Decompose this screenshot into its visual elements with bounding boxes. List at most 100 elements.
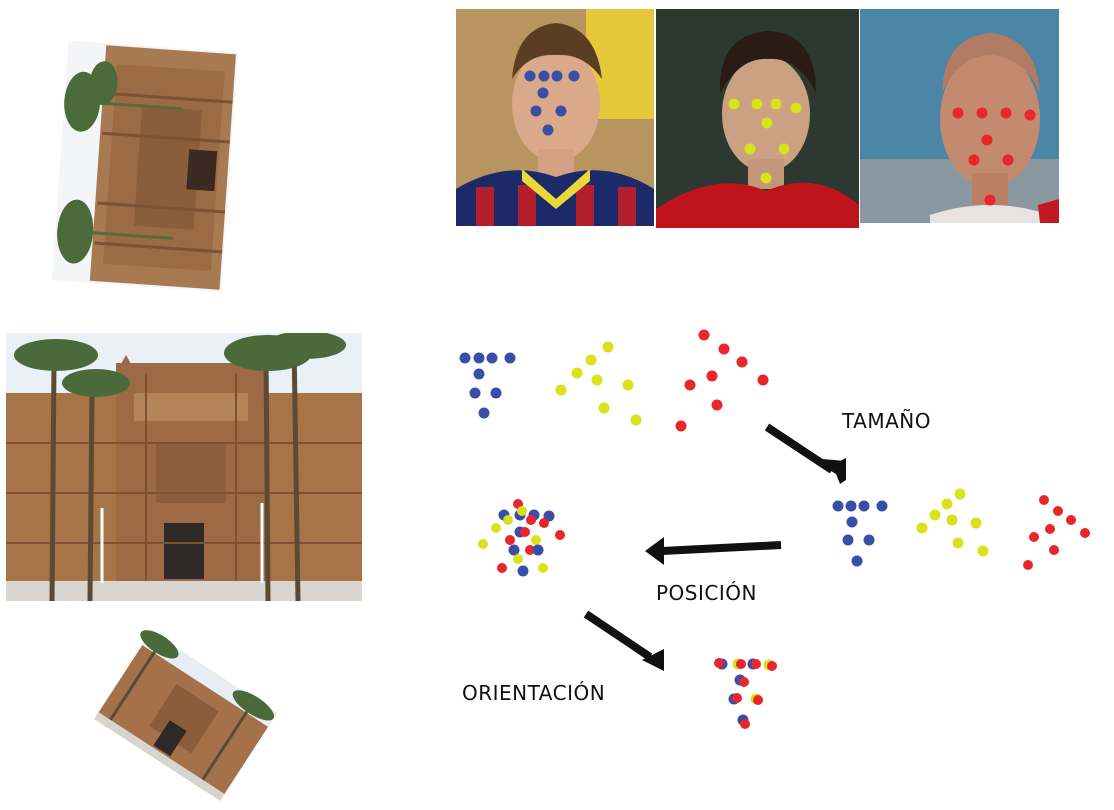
arrow-left-icon bbox=[645, 537, 782, 565]
landmark-point bbox=[954, 488, 966, 500]
blue-shape-original bbox=[459, 352, 516, 419]
landmark-point bbox=[968, 154, 980, 166]
landmark-point bbox=[718, 343, 730, 355]
red-shape-original bbox=[675, 329, 769, 432]
landmark-point bbox=[736, 356, 748, 368]
landmark-point bbox=[946, 514, 958, 526]
landmark-point bbox=[929, 509, 941, 521]
landmark-point bbox=[555, 384, 567, 396]
landmark-point bbox=[602, 341, 614, 353]
label-size: TAMAÑO bbox=[842, 409, 931, 433]
landmark-point bbox=[952, 107, 964, 119]
landmark-point bbox=[760, 172, 772, 184]
blue-shape-scaled bbox=[832, 500, 888, 567]
landmark-point bbox=[744, 143, 756, 155]
landmark-point bbox=[531, 535, 541, 545]
landmark-point bbox=[1000, 107, 1012, 119]
landmark-point bbox=[539, 518, 549, 528]
label-position: POSICIÓN bbox=[656, 581, 757, 605]
landmark-point bbox=[757, 374, 769, 386]
landmark-point bbox=[698, 329, 710, 341]
landmark-point bbox=[530, 105, 542, 117]
landmark-point bbox=[832, 500, 844, 512]
landmark-point bbox=[538, 563, 548, 573]
landmark-point bbox=[537, 87, 549, 99]
landmark-point bbox=[846, 516, 858, 528]
landmark-point bbox=[728, 98, 740, 110]
face-1-landmarks bbox=[524, 70, 580, 136]
landmark-point bbox=[706, 370, 718, 382]
landmark-point bbox=[1080, 528, 1090, 538]
landmark-point bbox=[976, 107, 988, 119]
face-3-landmarks bbox=[952, 107, 1036, 206]
landmark-point bbox=[740, 719, 750, 729]
landmark-point bbox=[571, 367, 583, 379]
landmark-point bbox=[508, 544, 520, 556]
landmark-point bbox=[532, 544, 544, 556]
centered-shapes-cluster bbox=[478, 499, 565, 577]
landmark-point bbox=[941, 498, 953, 510]
landmark-point bbox=[525, 545, 535, 555]
landmark-point bbox=[490, 387, 502, 399]
landmark-point bbox=[622, 379, 634, 391]
landmark-point bbox=[459, 352, 471, 364]
landmark-point bbox=[1066, 515, 1076, 525]
landmark-point bbox=[505, 535, 515, 545]
landmark-point bbox=[977, 545, 989, 557]
landmark-point bbox=[916, 522, 928, 534]
landmark-point bbox=[524, 70, 536, 82]
landmark-point bbox=[761, 117, 773, 129]
landmark-point bbox=[1023, 560, 1033, 570]
landmark-point bbox=[711, 399, 723, 411]
landmark-point bbox=[585, 354, 597, 366]
yellow-shape-scaled bbox=[916, 488, 989, 557]
face-photo-player-1 bbox=[456, 9, 654, 226]
landmark-point bbox=[504, 352, 516, 364]
landmark-point bbox=[770, 98, 782, 110]
landmark-point bbox=[845, 500, 857, 512]
landmark-point bbox=[736, 659, 746, 669]
landmark-point bbox=[739, 677, 749, 687]
face-photo-player-3 bbox=[860, 9, 1059, 223]
landmark-point bbox=[1049, 545, 1059, 555]
label-orientation: ORIENTACIÓN bbox=[462, 681, 606, 705]
landmark-point bbox=[1039, 495, 1049, 505]
landmark-point bbox=[970, 517, 982, 529]
building-photo-upright bbox=[6, 333, 362, 601]
landmark-point bbox=[1029, 532, 1039, 542]
landmark-point bbox=[551, 70, 563, 82]
face-photo-player-2 bbox=[656, 9, 859, 228]
landmark-point bbox=[675, 420, 687, 432]
landmark-point bbox=[858, 500, 870, 512]
red-shape-scaled bbox=[1023, 495, 1090, 570]
landmark-point bbox=[555, 105, 567, 117]
landmark-point bbox=[568, 70, 580, 82]
landmark-point bbox=[478, 539, 488, 549]
landmark-point bbox=[1024, 109, 1036, 121]
landmark-point bbox=[630, 414, 642, 426]
landmark-point bbox=[555, 530, 565, 540]
landmark-point bbox=[513, 554, 523, 564]
landmark-point bbox=[753, 695, 763, 705]
landmark-point bbox=[469, 387, 481, 399]
arrow-down-right-icon bbox=[764, 423, 846, 484]
landmark-point bbox=[497, 563, 507, 573]
landmark-point bbox=[751, 98, 763, 110]
landmark-point bbox=[1002, 154, 1014, 166]
yellow-shape-original bbox=[555, 341, 642, 426]
landmark-point bbox=[851, 555, 863, 567]
landmark-point bbox=[1053, 506, 1063, 516]
landmark-point bbox=[778, 143, 790, 155]
aligned-shapes-overlay bbox=[714, 658, 777, 729]
landmark-point bbox=[981, 134, 993, 146]
landmark-point bbox=[520, 527, 530, 537]
landmark-point bbox=[542, 124, 554, 136]
landmark-point bbox=[517, 506, 527, 516]
landmark-point bbox=[517, 565, 529, 577]
landmark-point bbox=[863, 534, 875, 546]
arrow-down-right-icon bbox=[583, 610, 664, 671]
landmark-point bbox=[503, 515, 513, 525]
landmark-point bbox=[876, 500, 888, 512]
landmark-point bbox=[478, 407, 490, 419]
